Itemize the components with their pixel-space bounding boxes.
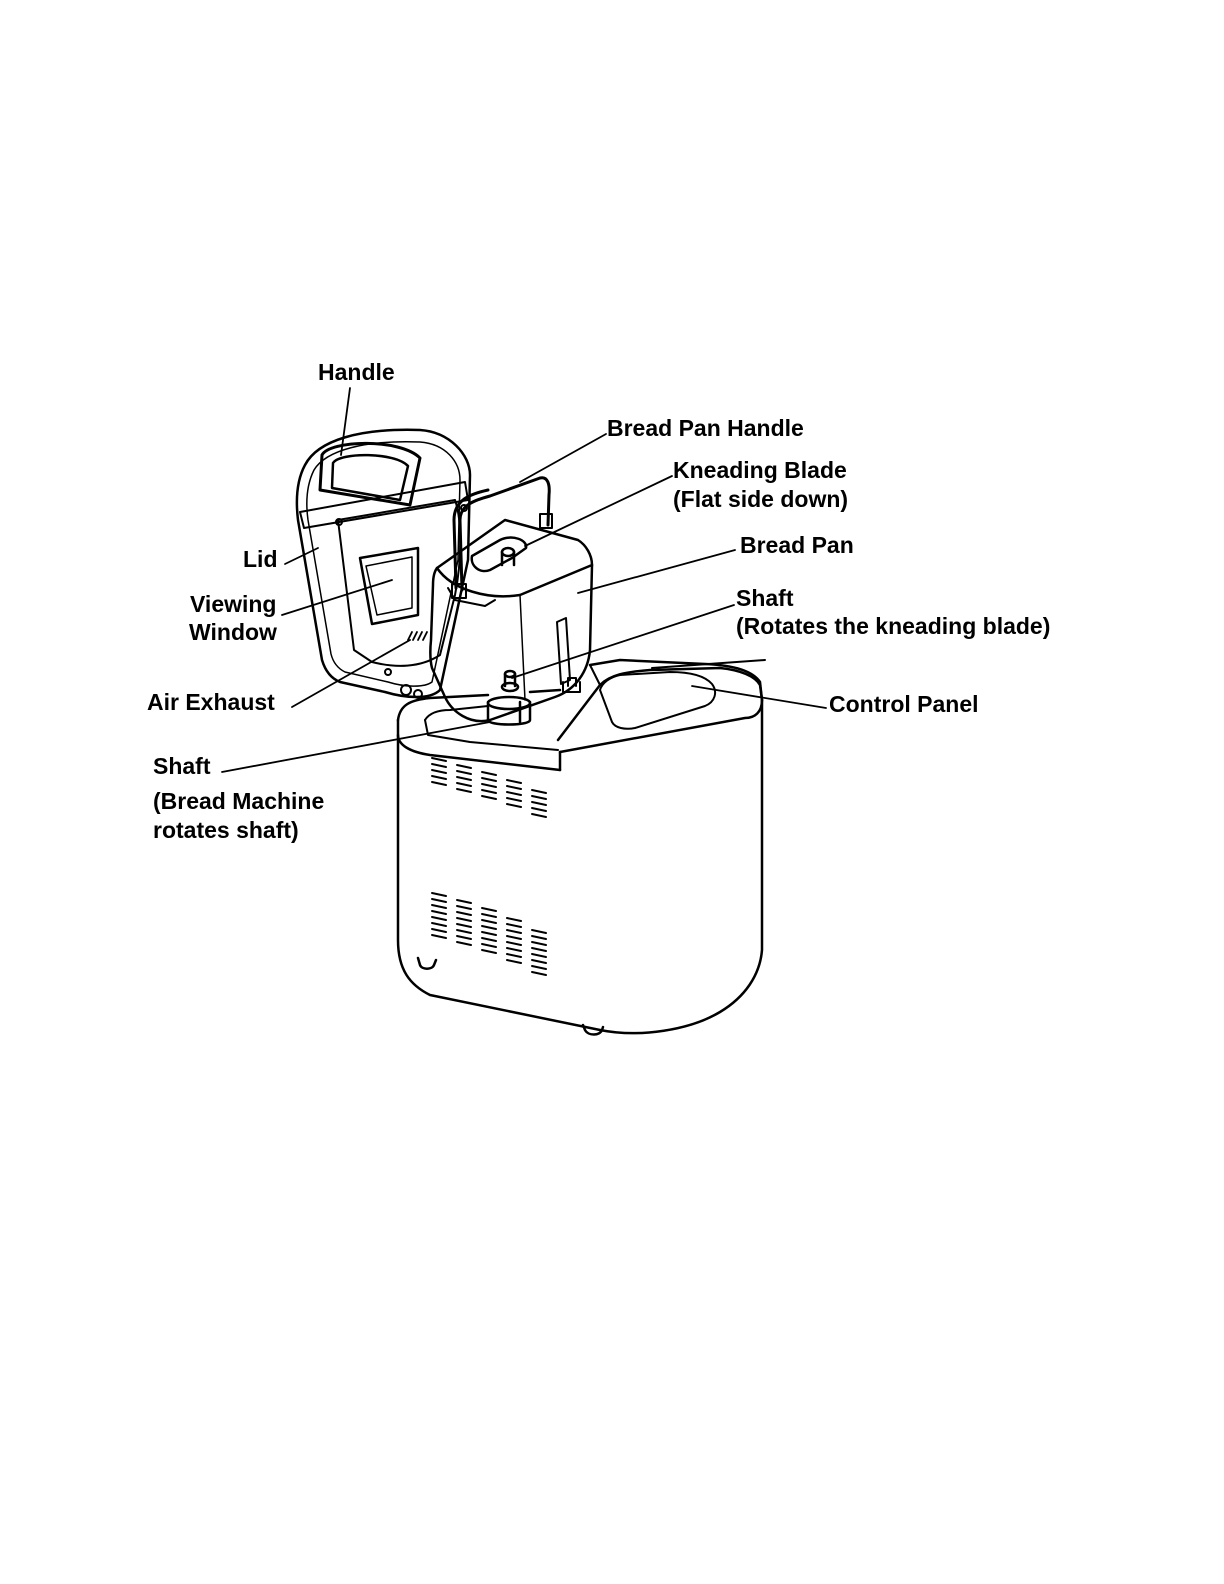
label-viewing-window-line2: Window [189, 618, 277, 647]
leader-upper-shaft [512, 605, 734, 678]
leader-air-exhaust [292, 640, 410, 707]
leader-bread-pan-handle [520, 434, 606, 482]
label-upper-shaft-note: (Rotates the kneading blade) [736, 612, 1050, 641]
side-vents-lower [432, 893, 546, 975]
leader-lines [222, 388, 826, 772]
leader-control-panel [692, 686, 826, 708]
leader-lid [285, 548, 318, 564]
label-control-panel: Control Panel [829, 690, 979, 719]
label-lower-shaft: Shaft [153, 752, 211, 781]
label-air-exhaust: Air Exhaust [147, 688, 275, 717]
control-panel [558, 660, 765, 752]
upper-shaft [502, 671, 518, 691]
air-exhaust-vent [408, 632, 427, 640]
label-lid: Lid [243, 545, 278, 574]
leader-lower-shaft [222, 722, 490, 772]
label-viewing-window-line1: Viewing [190, 590, 277, 619]
label-lower-shaft-note-line2: rotates shaft) [153, 816, 299, 845]
label-kneading-blade-note: (Flat side down) [673, 485, 848, 514]
leader-bread-pan [578, 550, 735, 593]
machine-body [398, 660, 762, 1033]
label-kneading-blade: Kneading Blade [673, 456, 847, 485]
label-bread-pan: Bread Pan [740, 531, 854, 560]
label-handle: Handle [318, 358, 395, 387]
label-bread-pan-handle: Bread Pan Handle [607, 414, 804, 443]
lid-handle [300, 443, 468, 528]
drive-coupling [488, 697, 530, 725]
machine-feet [418, 958, 603, 1035]
label-lower-shaft-note-line1: (Bread Machine [153, 787, 324, 816]
label-upper-shaft: Shaft [736, 584, 794, 613]
kneading-blade [472, 538, 526, 571]
